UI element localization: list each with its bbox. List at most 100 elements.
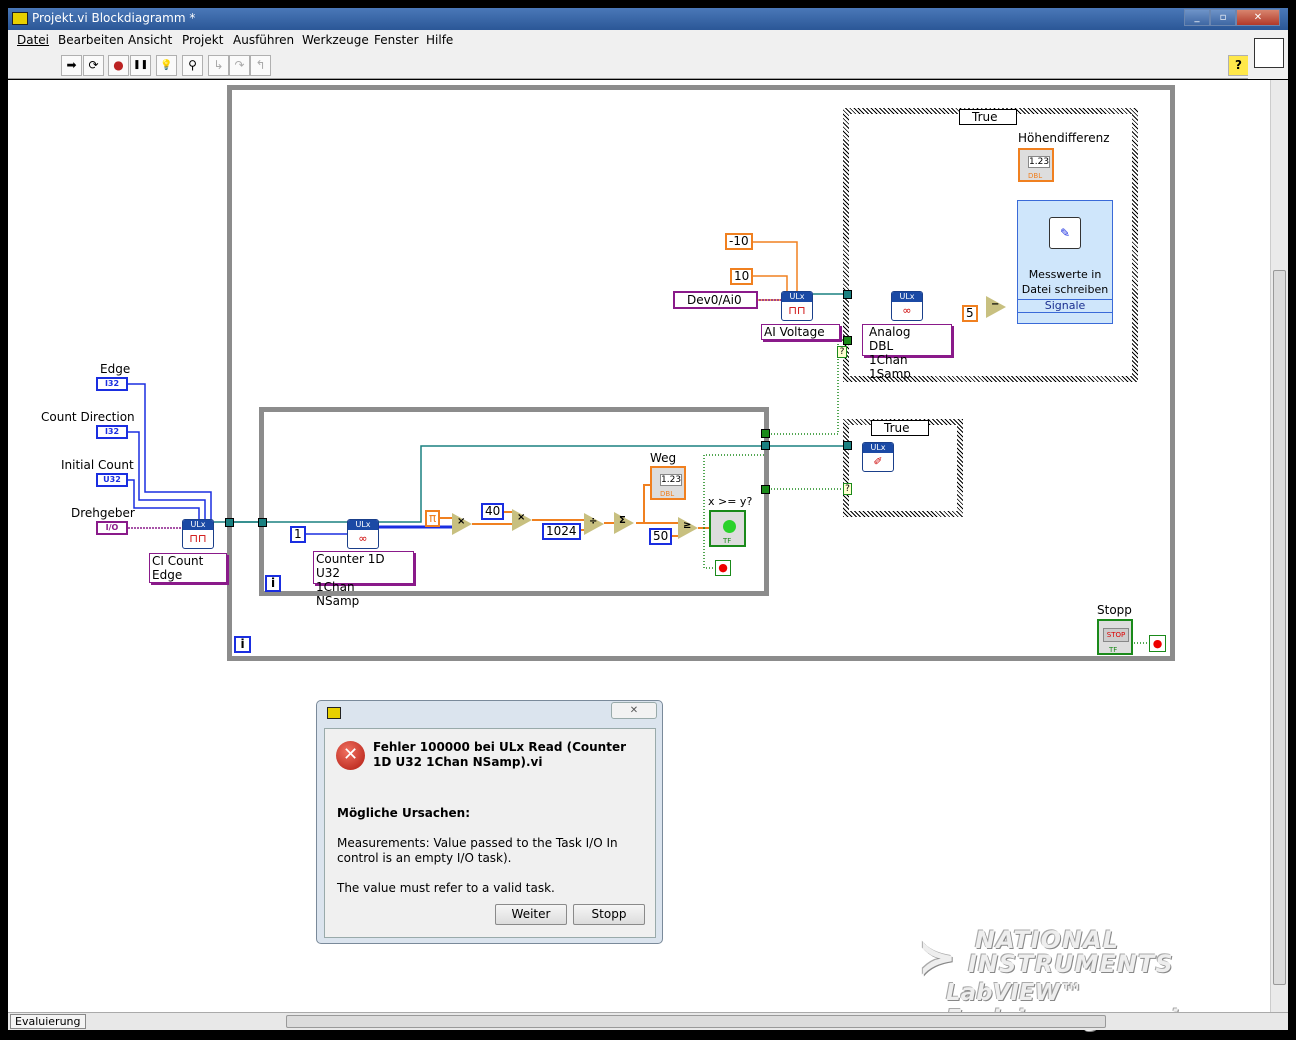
pi-constant[interactable]: π [425, 510, 441, 527]
eraser-icon: ✐ [873, 455, 883, 468]
glasses-icon: ∞ [358, 532, 368, 545]
case-selector-1[interactable]: True [959, 109, 1017, 125]
compare-led-indicator[interactable]: TF [709, 510, 746, 547]
horizontal-scroll-thumb[interactable] [286, 1015, 1106, 1028]
ulx-header: ULx [782, 292, 812, 302]
dialog-close-button[interactable]: ✕ [611, 702, 657, 719]
tunnel [843, 441, 852, 450]
minimize-button[interactable]: _ [1184, 9, 1210, 26]
drehgeber-control[interactable]: I/O [96, 521, 128, 535]
ai-voltage-selector[interactable]: AI Voltage [761, 324, 840, 340]
menu-fenster[interactable]: Fenster [374, 33, 419, 47]
file-write-icon: ✎ [1049, 217, 1081, 249]
case-selector-terminal: ? [843, 483, 852, 495]
edge-control[interactable]: I32 [96, 377, 128, 391]
vertical-scrollbar[interactable] [1270, 80, 1288, 1012]
multiply-node[interactable]: × [452, 513, 472, 535]
step-over-button[interactable]: ↷ [229, 55, 250, 76]
glasses-icon: ∞ [902, 304, 912, 317]
vi-connector-icon[interactable] [1254, 38, 1284, 68]
vertical-scroll-thumb[interactable] [1273, 270, 1286, 985]
subtract-node[interactable]: − [986, 296, 1006, 318]
loop-condition-stop-icon[interactable]: ● [715, 560, 731, 576]
outer-iteration-terminal: i [234, 636, 251, 653]
error-hint: The value must refer to a valid task. [337, 881, 555, 895]
led-type: TF [723, 537, 732, 545]
multiply-node-2[interactable]: × [512, 509, 532, 531]
run-continuously-button[interactable]: ⟳ [83, 55, 104, 76]
inner-iteration-terminal: i [265, 575, 281, 592]
hoehendifferenz-label: Höhendifferenz [1018, 131, 1110, 145]
error-message: Measurements: Value passed to the Task I… [337, 836, 618, 865]
const-5[interactable]: 5 [962, 305, 978, 322]
stop-label: Stopp [1097, 603, 1132, 617]
menu-projekt[interactable]: Projekt [182, 33, 224, 47]
pause-button[interactable]: ❚❚ [130, 55, 151, 76]
step-into-button[interactable]: ↳ [208, 55, 229, 76]
ulx-read-analog-node[interactable]: ULx ∞ [891, 291, 923, 321]
divide-node[interactable]: ÷ [584, 513, 604, 535]
run-button[interactable]: ➡ [61, 55, 82, 76]
ulx-clear-task-node[interactable]: ULx ✐ [862, 442, 894, 472]
tunnel [761, 441, 770, 450]
count-direction-control[interactable]: I32 [96, 425, 128, 439]
selector-line: Analog DBL [869, 325, 911, 353]
ulx-read-counter-node[interactable]: ULx∞ [347, 519, 379, 549]
abort-button[interactable]: ● [108, 55, 129, 76]
labview-icon [327, 707, 341, 719]
menu-hilfe[interactable]: Hilfe [426, 33, 454, 47]
ulx-header: ULx [183, 520, 213, 530]
ulx-create-ai-channel-node[interactable]: ULx ⊓⊓ [781, 291, 813, 321]
step-out-button[interactable]: ↰ [250, 55, 271, 76]
tunnel [843, 336, 852, 345]
highlight-execution-button[interactable]: 💡 [156, 55, 177, 76]
ni-eagle-logo-icon: ≻ [918, 930, 957, 984]
menu-ausfuehren[interactable]: Ausführen [233, 33, 295, 47]
menu-ansicht[interactable]: Ansicht [128, 33, 173, 47]
const-10[interactable]: 10 [730, 268, 754, 285]
channel-constant[interactable]: Dev0/Ai0 [673, 291, 758, 309]
ulx-create-channel-node[interactable]: ULx⊓⊓ [182, 519, 214, 549]
stop-button-face: STOP [1103, 628, 1129, 642]
error-title: Fehler 100000 bei ULx Read (Counter 1D U… [373, 740, 627, 769]
compound-arithmetic-node[interactable]: Σ [614, 512, 634, 534]
ulx-header: ULx [892, 292, 922, 302]
const-1024[interactable]: 1024 [542, 523, 581, 540]
retain-wire-values-button[interactable]: ⚲ [182, 55, 203, 76]
waveform-icon: ⊓⊓ [788, 304, 806, 317]
stop-button[interactable]: Stopp [573, 904, 645, 925]
case-selector-2[interactable]: True [871, 420, 929, 436]
const-40[interactable]: 40 [481, 503, 505, 520]
greater-or-equal-node[interactable]: ≥ [678, 517, 698, 539]
case-selector-terminal: ? [837, 346, 847, 358]
compare-label: x >= y? [708, 495, 753, 508]
const-minus-10[interactable]: -10 [725, 233, 753, 250]
signale-terminal[interactable]: Signale [1018, 299, 1112, 313]
weg-value: 1.23 [660, 474, 683, 486]
maximize-button[interactable]: ▫ [1210, 9, 1236, 26]
close-button[interactable]: ✕ [1236, 9, 1280, 26]
count-direction-label: Count Direction [41, 410, 135, 424]
continue-button[interactable]: Weiter [495, 904, 567, 925]
const-1[interactable]: 1 [290, 526, 306, 543]
menu-bearbeiten[interactable]: Bearbeiten [58, 33, 124, 47]
menu-werkzeuge[interactable]: Werkzeuge [302, 33, 369, 47]
menu-datei[interactable]: Datei [17, 33, 50, 47]
error-dialog: ✕ ✕ Fehler 100000 bei ULx Read (Counter … [316, 700, 663, 944]
led-icon [723, 520, 736, 533]
error-icon: ✕ [336, 741, 365, 770]
initial-count-control[interactable]: U32 [96, 473, 128, 487]
ci-count-edges-selector[interactable]: CI Count Edge [149, 553, 227, 583]
outer-loop-condition-stop-icon[interactable]: ● [1149, 635, 1166, 652]
window-title: Projekt.vi Blockdiagramm * [32, 11, 196, 25]
ulx-header: ULx [863, 443, 893, 453]
wire-edge [128, 383, 212, 520]
const-50[interactable]: 50 [649, 528, 673, 545]
